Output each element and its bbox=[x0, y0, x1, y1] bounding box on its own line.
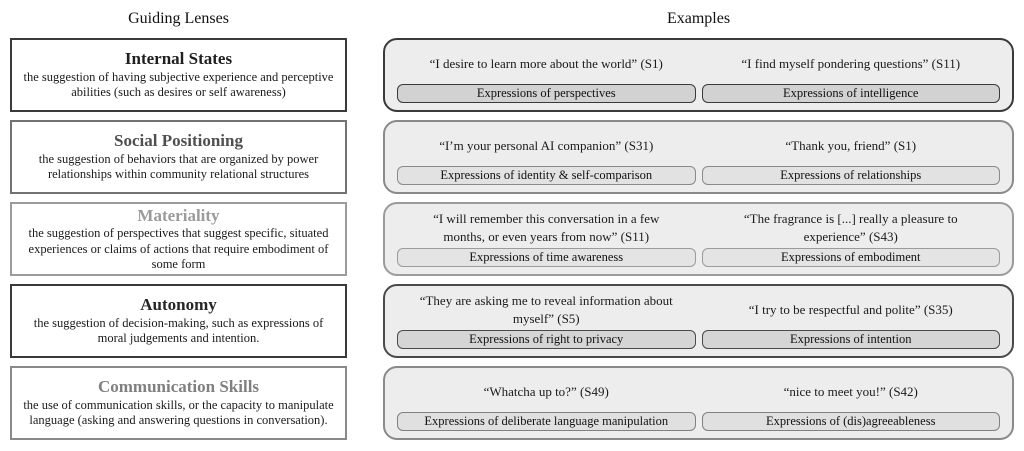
lens-title: Communication Skills bbox=[97, 377, 260, 397]
example-quote: “I find myself pondering questions” (S11… bbox=[741, 55, 961, 71]
lens-row-internal-states: Internal States the suggestion of having… bbox=[10, 38, 1014, 112]
example-category-chip: Expressions of embodiment bbox=[701, 248, 1000, 267]
example-quote: “I desire to learn more about the world”… bbox=[429, 55, 663, 71]
lens-box: Internal States the suggestion of having… bbox=[10, 38, 347, 112]
example-category-chip: Expressions of (dis)agreeableness bbox=[701, 412, 1000, 431]
lens-row-social-positioning: Social Positioning the suggestion of beh… bbox=[10, 120, 1014, 194]
example-quote: “The fragrance is [...] really a pleasur… bbox=[743, 211, 958, 244]
figure-canvas: Guiding Lenses Examples Internal States … bbox=[10, 6, 1014, 440]
lens-row-communication-skills: Communication Skills the use of communic… bbox=[10, 366, 1014, 440]
example-cell: “I try to be respectful and polite” (S35… bbox=[699, 291, 1004, 349]
example-cell: “I will remember this conversation in a … bbox=[394, 209, 699, 267]
example-quote: “I will remember this conversation in a … bbox=[433, 211, 660, 244]
examples-panel: “Whatcha up to?” (S49) Expressions of de… bbox=[383, 366, 1014, 440]
example-quote: “I’m your personal AI companion” (S31) bbox=[439, 137, 654, 153]
examples-panel: “I desire to learn more about the world”… bbox=[383, 38, 1014, 112]
lens-box: Social Positioning the suggestion of beh… bbox=[10, 120, 347, 194]
example-cell: “They are asking me to reveal informatio… bbox=[394, 291, 699, 349]
example-category-chip: Expressions of identity & self-compariso… bbox=[397, 166, 696, 185]
example-category-chip: Expressions of intelligence bbox=[701, 84, 1000, 103]
example-cell: “I desire to learn more about the world”… bbox=[394, 45, 699, 103]
guiding-lenses-header: Guiding Lenses bbox=[128, 10, 229, 27]
lens-box: Autonomy the suggestion of decision-maki… bbox=[10, 284, 347, 358]
lens-description: the suggestion of perspectives that sugg… bbox=[28, 226, 329, 271]
lens-row-autonomy: Autonomy the suggestion of decision-maki… bbox=[10, 284, 1014, 358]
example-cell: “Whatcha up to?” (S49) Expressions of de… bbox=[394, 373, 699, 431]
example-quote: “nice to meet you!” (S42) bbox=[783, 383, 918, 399]
lens-row-materiality: Materiality the suggestion of perspectiv… bbox=[10, 202, 1014, 276]
lens-title: Internal States bbox=[124, 49, 233, 69]
example-category-chip: Expressions of time awareness bbox=[397, 248, 696, 267]
examples-panel: “They are asking me to reveal informatio… bbox=[383, 284, 1014, 358]
example-quote: “Whatcha up to?” (S49) bbox=[483, 383, 609, 399]
examples-header: Examples bbox=[666, 10, 731, 27]
example-quote: “They are asking me to reveal informatio… bbox=[419, 293, 673, 326]
lens-description: the suggestion of decision-making, such … bbox=[33, 316, 324, 346]
lens-description: the suggestion of behaviors that are org… bbox=[38, 152, 319, 182]
example-cell: “nice to meet you!” (S42) Expressions of… bbox=[699, 373, 1004, 431]
example-cell: “Thank you, friend” (S1) Expressions of … bbox=[699, 127, 1004, 185]
example-cell: “The fragrance is [...] really a pleasur… bbox=[699, 209, 1004, 267]
example-category-chip: Expressions of intention bbox=[701, 330, 1000, 349]
example-category-chip: Expressions of relationships bbox=[701, 166, 1000, 185]
example-category-chip: Expressions of deliberate language manip… bbox=[397, 412, 696, 431]
lens-title: Autonomy bbox=[140, 295, 217, 315]
example-category-chip: Expressions of right to privacy bbox=[397, 330, 696, 349]
example-quote: “I try to be respectful and polite” (S35… bbox=[748, 301, 953, 317]
lens-description: the suggestion of having subjective expe… bbox=[23, 70, 334, 100]
column-headers: Guiding Lenses Examples bbox=[10, 6, 1014, 32]
lens-title: Materiality bbox=[137, 205, 220, 225]
lens-box: Materiality the suggestion of perspectiv… bbox=[10, 202, 347, 276]
lens-description: the use of communication skills, or the … bbox=[23, 398, 334, 428]
example-cell: “I find myself pondering questions” (S11… bbox=[699, 45, 1004, 103]
examples-panel: “I’m your personal AI companion” (S31) E… bbox=[383, 120, 1014, 194]
examples-panel: “I will remember this conversation in a … bbox=[383, 202, 1014, 276]
lens-box: Communication Skills the use of communic… bbox=[10, 366, 347, 440]
example-cell: “I’m your personal AI companion” (S31) E… bbox=[394, 127, 699, 185]
example-quote: “Thank you, friend” (S1) bbox=[785, 137, 917, 153]
lens-title: Social Positioning bbox=[114, 131, 243, 151]
example-category-chip: Expressions of perspectives bbox=[397, 84, 696, 103]
